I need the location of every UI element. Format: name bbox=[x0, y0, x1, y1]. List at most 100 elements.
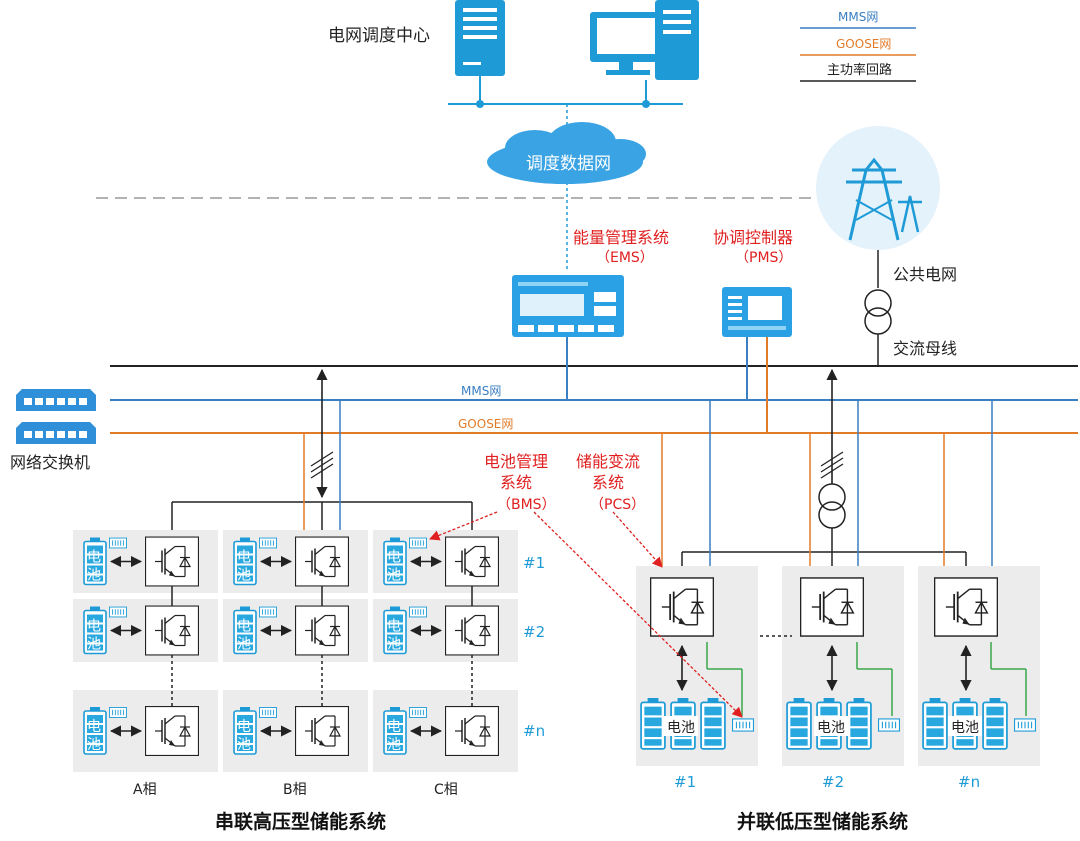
pcs-label-line2: 系统 bbox=[592, 473, 624, 492]
igbt-converter-icon bbox=[445, 536, 499, 587]
igbt-converter-icon bbox=[145, 536, 199, 587]
battery-label: 池 bbox=[87, 737, 101, 753]
battery-label: 池 bbox=[237, 637, 251, 653]
legend: MMS网 GOOSE网 主功率回路 bbox=[800, 10, 916, 82]
battery-label-bg bbox=[948, 716, 982, 736]
pms-abbr-label: （PMS） bbox=[735, 250, 792, 266]
battery-icon bbox=[640, 697, 666, 750]
bms-label-line2: 系统 bbox=[500, 473, 532, 492]
battery-icon bbox=[922, 697, 948, 750]
battery-icon bbox=[846, 697, 872, 750]
ac-bus-label: 交流母线 bbox=[893, 339, 957, 358]
battery-label: 电 bbox=[237, 619, 251, 635]
bms-chip-icon bbox=[259, 707, 277, 718]
bms-pointer-arrow bbox=[533, 511, 743, 718]
igbt-converter-icon bbox=[145, 706, 199, 756]
battery-label-bg bbox=[664, 716, 698, 736]
phase-a-label: A相 bbox=[133, 782, 157, 798]
battery-label: 电 bbox=[87, 619, 101, 635]
unit-label-1: #1 bbox=[674, 773, 696, 791]
legend-goose-label: GOOSE网 bbox=[836, 37, 891, 51]
unit-label-n: #n bbox=[958, 773, 980, 791]
pms-device-icon bbox=[722, 287, 792, 337]
legend-mms-label: MMS网 bbox=[838, 10, 878, 24]
battery-label: 池 bbox=[87, 637, 101, 653]
unit-label-2: #2 bbox=[822, 773, 844, 791]
igbt-converter-icon bbox=[295, 536, 349, 587]
bms-chip-icon bbox=[732, 718, 754, 732]
battery-label: 电池 bbox=[817, 720, 845, 736]
mms-net-label: MMS网 bbox=[461, 384, 501, 398]
battery-label: 电 bbox=[387, 719, 401, 735]
bms-chip-icon bbox=[1014, 718, 1036, 732]
monitor-icon bbox=[590, 0, 699, 80]
row-label-n: #n bbox=[523, 722, 545, 740]
battery-label: 池 bbox=[387, 637, 401, 653]
bms-chip-icon bbox=[409, 606, 427, 618]
bms-abbr-label: （BMS） bbox=[497, 497, 556, 513]
igbt-converter-icon bbox=[295, 605, 349, 656]
dispatch-network-label: 调度数据网 bbox=[526, 154, 611, 174]
transformer-icon bbox=[864, 289, 892, 335]
igbt-converter-icon bbox=[934, 576, 998, 638]
battery-label: 池 bbox=[87, 568, 101, 584]
dispatch-center-label: 电网调度中心 bbox=[328, 26, 430, 46]
bms-pointer-arrow bbox=[429, 511, 498, 541]
parallel-units: 电池 电池 电池 bbox=[636, 566, 1040, 766]
igbt-converter-icon bbox=[295, 706, 349, 756]
switch-label: 网络交换机 bbox=[10, 453, 90, 472]
bms-chip-icon bbox=[259, 537, 277, 549]
igbt-converter-icon bbox=[650, 576, 714, 638]
goose-net-label: GOOSE网 bbox=[458, 417, 513, 431]
bms-chip-icon bbox=[109, 707, 127, 718]
legend-power-label: 主功率回路 bbox=[827, 62, 892, 78]
battery-label: 电 bbox=[387, 550, 401, 566]
server-icon bbox=[455, 0, 505, 76]
igbt-converter-icon bbox=[145, 605, 199, 656]
battery-icon bbox=[700, 697, 726, 750]
battery-label: 电 bbox=[237, 719, 251, 735]
row-label-1: #1 bbox=[523, 554, 545, 572]
battery-label: 电 bbox=[87, 550, 101, 566]
battery-icon bbox=[786, 697, 812, 750]
transmission-tower-icon bbox=[816, 126, 940, 250]
battery-label: 电池 bbox=[667, 720, 695, 736]
igbt-converter-icon bbox=[445, 605, 499, 656]
bms-label-line1: 电池管理 bbox=[484, 452, 548, 471]
cloud-icon bbox=[487, 122, 646, 184]
bms-chip-icon bbox=[109, 537, 127, 549]
pcs-label-line1: 储能变流 bbox=[576, 452, 640, 471]
bms-chip-icon bbox=[109, 606, 127, 618]
battery-label: 池 bbox=[237, 737, 251, 753]
parallel-system-title: 并联低压型储能系统 bbox=[737, 810, 908, 833]
bms-chip-icon bbox=[409, 707, 427, 718]
bms-chip-icon bbox=[259, 606, 277, 618]
pcs-abbr-label: （PCS） bbox=[590, 497, 645, 513]
bms-chip-icon bbox=[409, 537, 427, 549]
igbt-converter-icon bbox=[445, 706, 499, 756]
pcs-pointer-arrow bbox=[612, 511, 663, 568]
battery-label: 池 bbox=[237, 568, 251, 584]
phase-b-label: B相 bbox=[283, 782, 307, 798]
public-grid-label: 公共电网 bbox=[893, 265, 957, 284]
phase-c-label: C相 bbox=[434, 782, 458, 798]
igbt-converter-icon bbox=[800, 576, 864, 638]
battery-label: 电 bbox=[237, 550, 251, 566]
battery-label: 池 bbox=[387, 568, 401, 584]
ems-device-icon bbox=[512, 275, 624, 337]
battery-label: 池 bbox=[387, 737, 401, 753]
network-switch-icon bbox=[16, 422, 96, 444]
ems-abbr-label: （EMS） bbox=[596, 250, 654, 266]
battery-label: 电 bbox=[387, 619, 401, 635]
battery-label-bg bbox=[814, 716, 848, 736]
battery-label: 电池 bbox=[951, 720, 979, 736]
network-switch-icon bbox=[16, 389, 96, 411]
series-system-title: 串联高压型储能系统 bbox=[215, 810, 386, 833]
ems-label: 能量管理系统 bbox=[573, 228, 669, 247]
row-label-2: #2 bbox=[523, 623, 545, 641]
battery-icon bbox=[982, 697, 1008, 750]
pms-label: 协调控制器 bbox=[713, 228, 793, 247]
battery-label: 电 bbox=[87, 719, 101, 735]
